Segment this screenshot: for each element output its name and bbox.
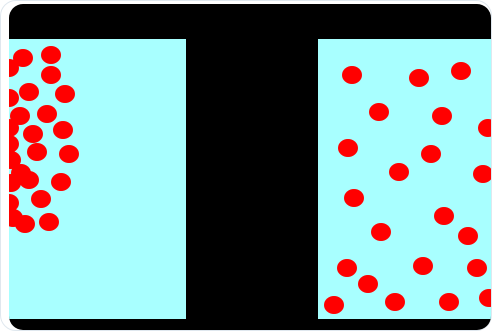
particle [31,190,51,208]
particle [409,69,429,87]
diffusion-scene [9,4,491,330]
particle [41,66,61,84]
particle [59,145,79,163]
particle [458,227,478,245]
particle [53,121,73,139]
particle [434,207,454,225]
particle [337,259,357,277]
particle [473,165,491,183]
right-container [318,39,491,319]
particle [421,145,441,163]
particle [23,125,43,143]
particle [385,293,405,311]
particle [451,62,471,80]
particle [358,275,378,293]
particle [27,143,47,161]
particle [389,163,409,181]
particle [369,103,389,121]
particle [479,289,491,307]
particle [413,257,433,275]
particle [39,213,59,231]
particle [371,223,391,241]
particle [478,119,491,137]
particle [55,85,75,103]
particle [342,66,362,84]
particle [19,83,39,101]
particle [338,139,358,157]
particle [344,189,364,207]
particle [51,173,71,191]
particle [439,293,459,311]
particle [37,105,57,123]
left-container [9,39,186,319]
particle [432,107,452,125]
particle [15,215,35,233]
particle [9,89,19,107]
particle [324,296,344,314]
particle [467,259,487,277]
particle [41,46,61,64]
